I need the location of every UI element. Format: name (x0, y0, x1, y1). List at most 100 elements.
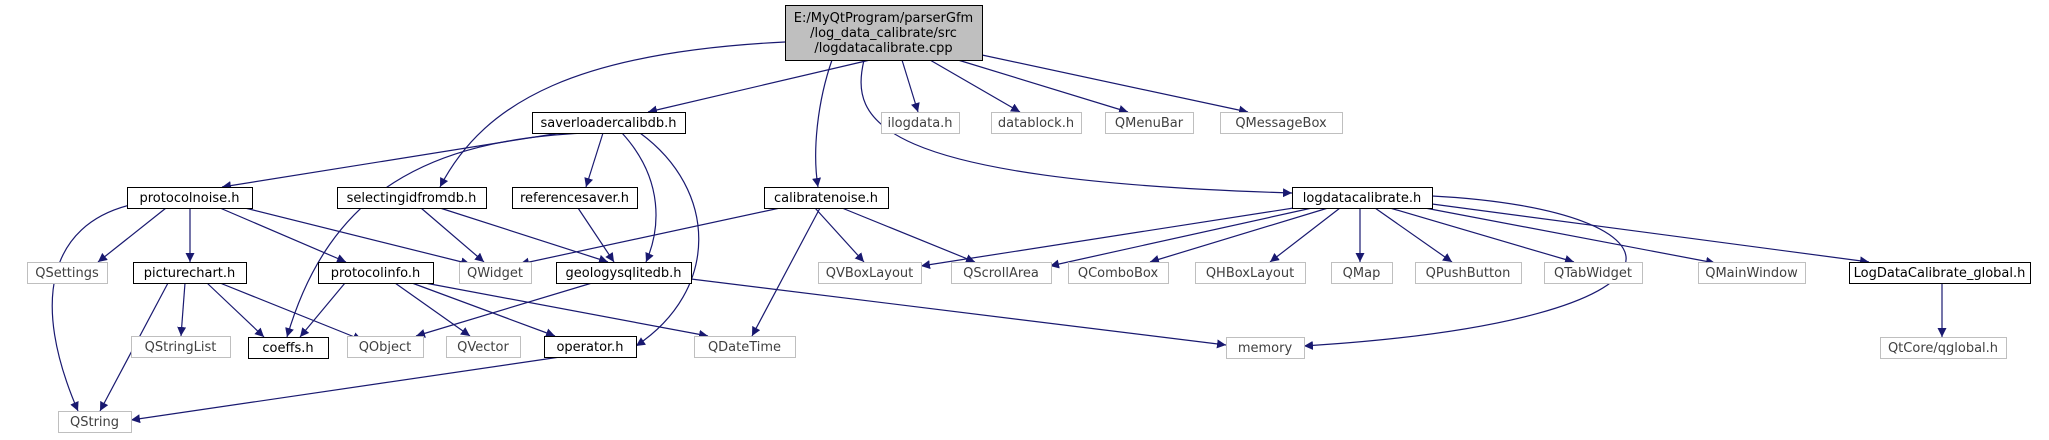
node-QMenuBar: QMenuBar (1105, 112, 1194, 134)
node-logdatacalibrate[interactable]: logdatacalibrate.h (1292, 187, 1433, 209)
node-box (58, 411, 132, 433)
node-label: /logdatacalibrate.cpp (814, 41, 952, 56)
edge-picturechart-to-QObject (219, 282, 363, 341)
node-box (347, 336, 424, 358)
node-label: logdatacalibrate.h (1303, 191, 1421, 206)
node-coeffs[interactable]: coeffs.h (248, 337, 329, 359)
node-label: datablock.h (998, 116, 1074, 131)
edge-layer (51, 41, 1947, 424)
node-label: QHBoxLayout (1206, 266, 1294, 281)
node-protocolinfo[interactable]: protocolinfo.h (318, 262, 434, 284)
node-box (337, 187, 487, 209)
node-label: QPushButton (1426, 266, 1511, 281)
edge-protocolnoise-to-QSettings (97, 207, 167, 263)
node-label: protocolnoise.h (140, 191, 240, 206)
node-box (1698, 262, 1806, 284)
edge-protocolnoise-to-protocolinfo (219, 207, 347, 263)
edge-logdatacalibrate-to-LogDataCalibrate_global (1431, 203, 1870, 266)
node-label: protocolinfo.h (331, 266, 421, 281)
node-label: memory (1238, 341, 1293, 356)
node-QSettings: QSettings (27, 262, 108, 284)
node-box (1331, 262, 1393, 284)
node-label: picturechart.h (144, 266, 236, 281)
node-box (1105, 112, 1194, 134)
node-label: QStringList (145, 340, 217, 355)
edge-logdatacalibrate-to-QPushButton (1374, 207, 1453, 263)
edge-picturechart-to-QStringList (177, 282, 187, 337)
edge-protocolinfo-to-operator (411, 282, 556, 338)
node-QDateTime: QDateTime (694, 336, 796, 358)
node-box (1544, 262, 1643, 284)
node-QVector: QVector (446, 336, 521, 358)
node-box (133, 262, 247, 284)
node-box (1880, 337, 2007, 359)
edge-selectingidfromdb-to-geologysqlitedb (439, 207, 609, 264)
node-box (1226, 337, 1305, 359)
edge-root-to-QMenuBar (957, 59, 1129, 114)
edge-root-to-datablock (929, 59, 1021, 113)
node-label: QVector (457, 340, 509, 355)
node-label: calibratenoise.h (774, 191, 878, 206)
node-box (544, 336, 637, 358)
edge-logdatacalibrate-to-QScrollArea (1049, 207, 1313, 269)
node-box (951, 262, 1052, 284)
node-protocolnoise[interactable]: protocolnoise.h (127, 187, 253, 209)
node-saverloadercalibdb[interactable]: saverloadercalibdb.h (532, 112, 686, 134)
edge-protocolinfo-to-QDateTime (424, 282, 709, 339)
edge-logdatacalibrate-to-QTabWidget (1389, 207, 1575, 264)
node-label: QMap (1343, 266, 1381, 281)
node-picturechart[interactable]: picturechart.h (133, 262, 247, 284)
node-box (881, 112, 960, 134)
node-box (446, 336, 521, 358)
node-QMainWindow: QMainWindow (1698, 262, 1806, 284)
node-box (248, 337, 329, 359)
node-label: geologysqlitedb.h (566, 266, 682, 281)
edge-saverloadercalibdb-to-coeffs (285, 132, 586, 338)
edge-operator-to-QString (130, 356, 561, 424)
edge-logdatacalibrate-to-QMainWindow (1424, 207, 1716, 266)
node-root[interactable]: E:/MyQtProgram/parserGfm/log_data_calibr… (785, 5, 983, 61)
node-label: QMainWindow (1705, 266, 1798, 281)
node-ilogdata: ilogdata.h (881, 112, 960, 134)
node-label: QString (70, 415, 119, 430)
node-box (459, 262, 532, 284)
node-operator[interactable]: operator.h (544, 336, 637, 358)
node-calibratenoise[interactable]: calibratenoise.h (764, 187, 889, 209)
node-label: QDateTime (708, 340, 781, 355)
node-box (512, 187, 638, 209)
node-box (556, 262, 692, 284)
edge-root-to-calibratenoise (812, 59, 833, 188)
node-label: QMenuBar (1115, 116, 1184, 131)
node-QMap: QMap (1331, 262, 1393, 284)
edge-referencesaver-to-geologysqlitedb (577, 207, 615, 263)
node-label: selectingidfromdb.h (347, 191, 477, 206)
edge-saverloadercalibdb-to-referencesaver (584, 132, 604, 188)
node-referencesaver[interactable]: referencesaver.h (512, 187, 638, 209)
edge-protocolinfo-to-coeffs (299, 282, 346, 338)
edge-root-to-logdatacalibrate (860, 59, 1293, 198)
node-QHBoxLayout: QHBoxLayout (1195, 262, 1306, 284)
edge-picturechart-to-coeffs (206, 282, 265, 338)
node-LogDataCalibrate_global[interactable]: LogDataCalibrate_global.h (1849, 262, 2031, 284)
node-QComboBox: QComboBox (1068, 262, 1169, 284)
node-geologysqlitedb[interactable]: geologysqlitedb.h (556, 262, 692, 284)
node-memory: memory (1226, 337, 1305, 359)
node-label: saverloadercalibdb.h (540, 116, 676, 131)
edge-logdatacalibrate-to-QHBoxLayout (1269, 207, 1341, 263)
node-box (818, 262, 922, 284)
node-selectingidfromdb[interactable]: selectingidfromdb.h (337, 187, 487, 209)
node-box (1415, 262, 1522, 284)
node-QStringList: QStringList (131, 336, 231, 358)
node-label: LogDataCalibrate_global.h (1854, 266, 2026, 281)
node-box (532, 112, 686, 134)
node-box (318, 262, 434, 284)
node-box (131, 336, 231, 358)
node-box (1068, 262, 1169, 284)
node-QTabWidget: QTabWidget (1544, 262, 1643, 284)
node-box (764, 187, 889, 209)
edge-selectingidfromdb-to-QWidget (420, 207, 485, 263)
node-QString: QString (58, 411, 132, 433)
node-QtCore_qglobal: QtCore/qglobal.h (1880, 337, 2007, 359)
node-label: QScrollArea (963, 266, 1039, 281)
